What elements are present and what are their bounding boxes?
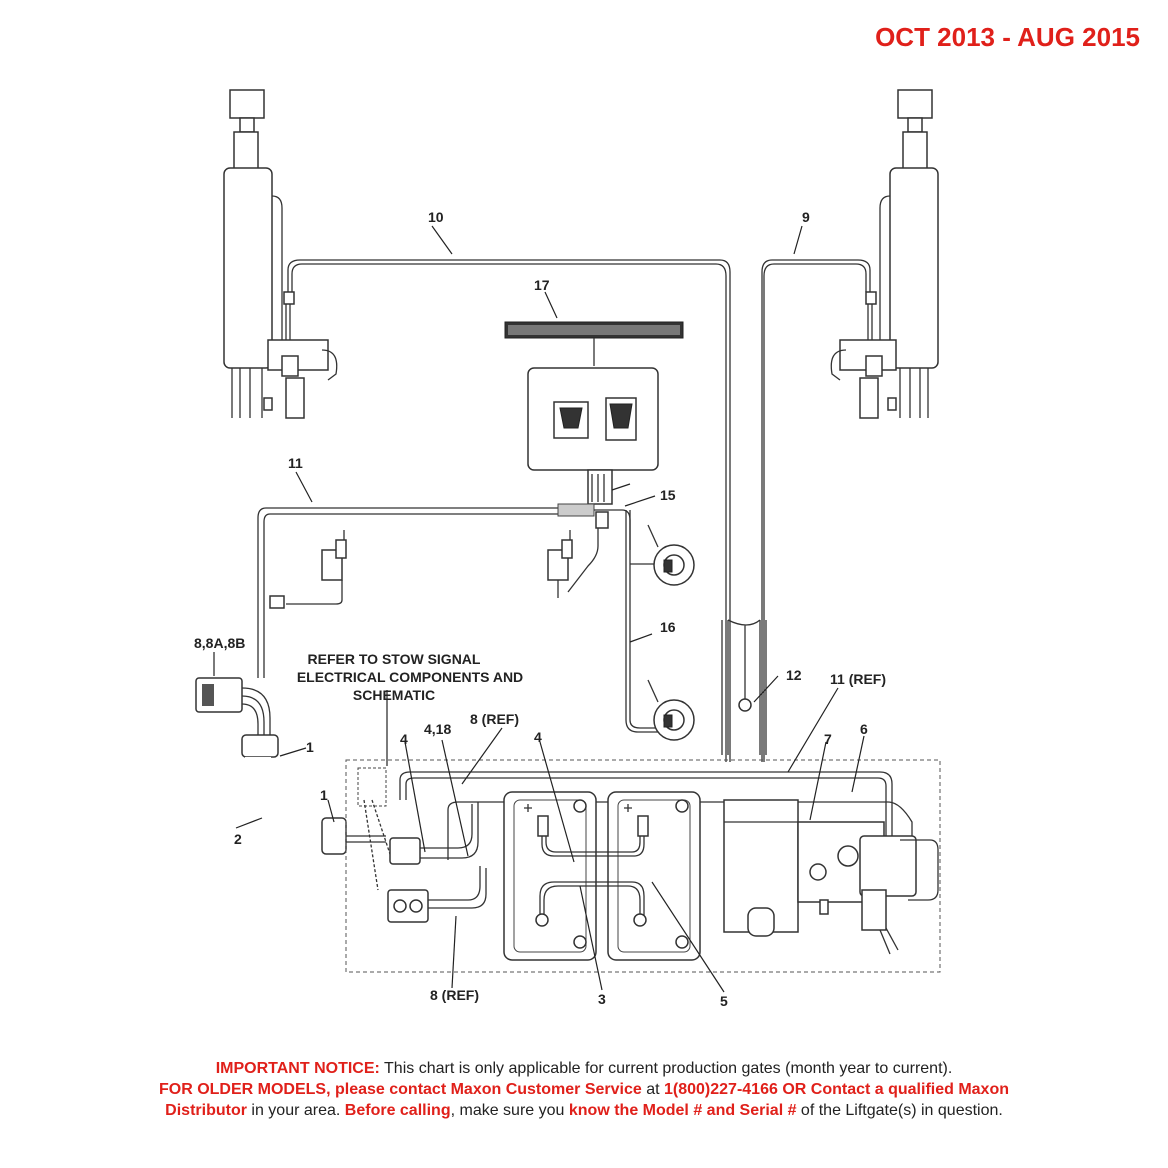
callout-6: 6 [860,721,868,737]
stow-note-line2: ELECTRICAL COMPONENTS AND [297,669,523,685]
callout-2: 2 [234,831,242,847]
harness-11 [257,507,558,678]
notice-older-models: FOR OLDER MODELS, please contact Maxon C… [158,1081,642,1098]
important-notice: IMPORTANT NOTICE: This chart is only app… [0,1058,1168,1121]
callout-12: 12 [786,667,802,683]
harness-16 [625,510,660,733]
callout-17: 17 [534,277,550,293]
callout-4-right: 4 [534,729,542,745]
power-unit-area [345,759,941,973]
callout-1-lower: 1 [320,787,328,803]
callout-1-upper: 1 [306,739,314,755]
left-cylinder [223,89,338,419]
control-box [527,367,659,471]
cable-9 [761,259,871,762]
battery-right [607,791,701,961]
callout-8-ref-top: 8 (REF) [470,711,519,727]
notice-phone: 1(800)227-4166 OR Contact a qualified Ma… [664,1081,1009,1098]
callout-16: 16 [660,619,676,635]
notice-model-serial: know the Model # and Serial # [568,1102,797,1119]
callout-8-ref-bottom: 8 (REF) [430,987,479,1003]
notice-text-1: This chart is only applicable for curren… [379,1060,953,1077]
notice-before-calling: Before calling [344,1102,451,1119]
callout-10: 10 [428,209,444,225]
callout-8-8a-8b: 8,8A,8B [194,635,245,651]
wiring-diagram: 10 9 17 11 15 8,8A,8B 16 12 11 (REF) 1 1… [194,89,941,1009]
notice-in-area: in your area. [246,1102,345,1119]
callout-11-ref: 11 (REF) [830,671,886,687]
callout-7: 7 [824,731,832,747]
notice-liftgates: of the Liftgate(s) in question. [796,1102,1003,1119]
callout-11: 11 [288,455,303,471]
notice-heading: IMPORTANT NOTICE: [215,1060,380,1077]
callout-9: 9 [802,209,810,225]
battery-left [503,791,597,961]
callout-15: 15 [660,487,676,503]
callout-5: 5 [720,993,728,1009]
callout-3: 3 [598,991,606,1007]
stow-note-line1: REFER TO STOW SIGNAL [308,651,481,667]
cable-10 [287,259,731,762]
callout-4-left: 4 [400,731,408,747]
date-range-title: OCT 2013 - AUG 2015 [875,22,1140,52]
notice-distributor: Distributor [165,1102,247,1119]
right-cylinder [830,89,939,419]
notice-at: at [641,1081,664,1098]
stow-note-line3: SCHEMATIC [353,687,435,703]
callout-4-18: 4,18 [424,721,451,737]
notice-make-sure: , make sure you [450,1102,569,1119]
